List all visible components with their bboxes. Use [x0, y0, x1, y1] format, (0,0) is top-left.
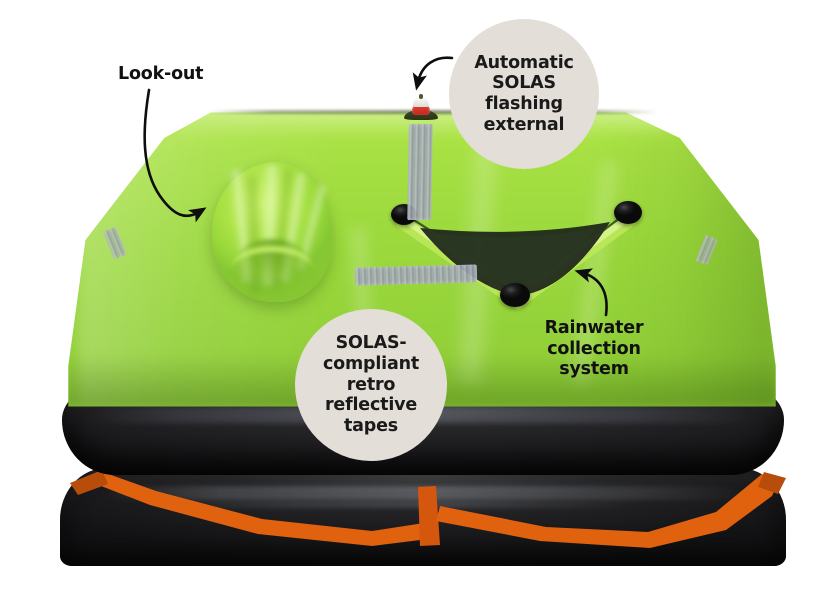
callout-automatic-solas-flashing-external: Automatic SOLAS flashing external: [449, 19, 599, 169]
callout-flashing-text: Automatic SOLAS flashing external: [457, 53, 591, 136]
lookout-opening: [212, 162, 332, 302]
rainwater-knob-right: [614, 201, 642, 224]
callout-line: tapes: [344, 415, 398, 436]
reflective-tape-horizontal: [354, 264, 478, 286]
callout-line: SOLAS-: [335, 333, 407, 354]
beacon-tip: [419, 94, 423, 99]
callout-line: compliant: [323, 354, 419, 375]
beacon-lens: [413, 97, 429, 107]
rainwater-knob-bottom: [500, 283, 530, 307]
label-lookout: Look-out: [118, 64, 204, 84]
solas-flashing-light-icon: [404, 92, 438, 120]
callout-line: SOLAS flashing: [485, 73, 563, 114]
lookout-lip: [231, 245, 313, 294]
callout-line: external: [483, 114, 565, 135]
tube-highlight-secondary: [147, 501, 641, 509]
callout-tapes-text: SOLAS- compliant retro reflective tapes: [303, 333, 439, 436]
callout-line: retro reflective: [325, 374, 417, 416]
reflective-tape-vertical: [407, 124, 433, 220]
label-line: system: [559, 359, 629, 380]
callout-solas-compliant-retro-reflective-tapes: SOLAS- compliant retro reflective tapes: [295, 309, 447, 461]
lower-buoyancy-tube: [60, 468, 786, 566]
tube-highlight: [103, 485, 743, 500]
label-line: Rainwater collection: [544, 318, 644, 359]
beacon-base: [404, 110, 438, 120]
callout-line: Automatic: [474, 52, 574, 73]
label-rainwater-collection-system: Rainwater collection system: [496, 318, 692, 380]
